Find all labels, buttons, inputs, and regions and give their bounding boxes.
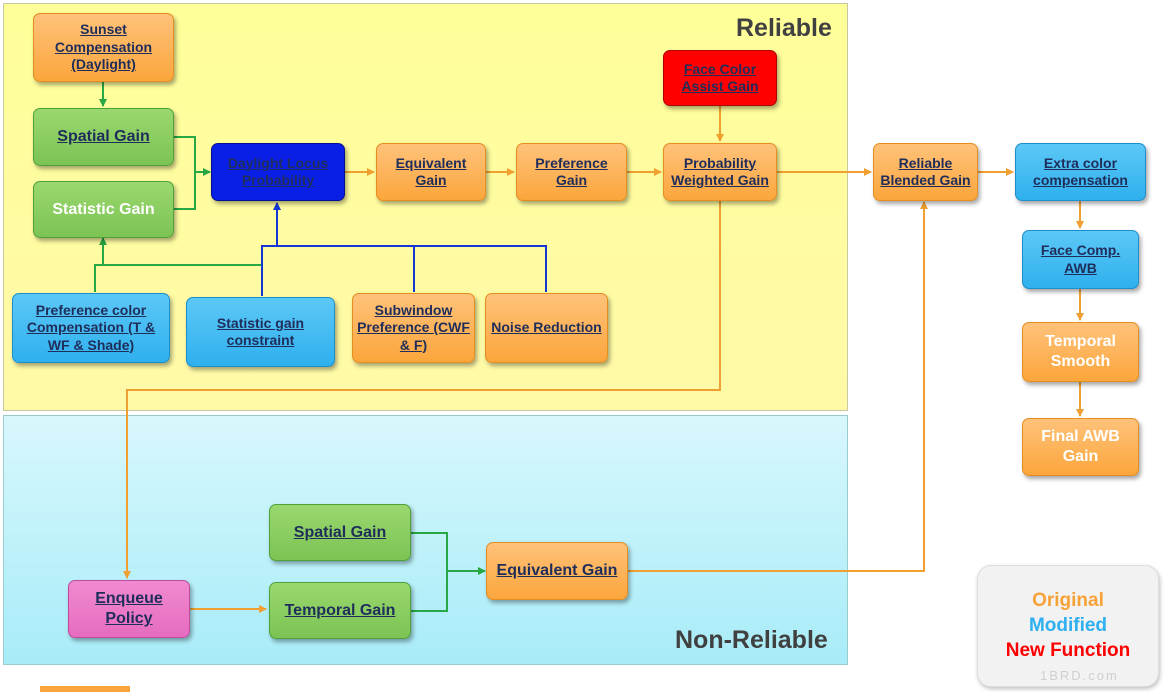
node-statistic-gain: Statistic Gain <box>33 181 174 238</box>
node-probability-weighted-gain: Probability Weighted Gain <box>663 143 777 201</box>
node-face-comp-awb: Face Comp. AWB <box>1022 230 1139 289</box>
node-temporal-smooth: Temporal Smooth <box>1022 322 1139 382</box>
node-statistic-gain-constraint: Statistic gain constraint <box>186 297 335 367</box>
node-subwindow-preference: Subwindow Preference (CWF & F) <box>352 293 475 363</box>
legend-modified: Modified <box>1028 615 1108 636</box>
node-spatial-gain-non-reliable: Spatial Gain <box>269 504 411 561</box>
non-reliable-title: Non-Reliable <box>675 626 828 654</box>
node-final-awb-gain: Final AWB Gain <box>1022 418 1139 476</box>
node-equivalent-gain-non-reliable: Equivalent Gain <box>486 542 628 600</box>
node-spatial-gain-reliable: Spatial Gain <box>33 108 174 166</box>
node-reliable-blended-gain: Reliable Blended Gain <box>873 143 978 201</box>
node-sunset-compensation: Sunset Compensation (Daylight) <box>33 13 174 82</box>
node-preference-gain: Preference Gain <box>516 143 627 201</box>
watermark: 1BRD.com <box>1040 668 1119 683</box>
reliable-title: Reliable <box>736 14 832 42</box>
legend-original: Original <box>1032 590 1104 611</box>
node-preference-color-compensation: Preference color Compensation (T & WF & … <box>12 293 170 363</box>
node-face-color-assist-gain: Face Color Assist Gain <box>663 50 777 106</box>
legend-new-function: New Function <box>1005 640 1131 661</box>
legend: Original Modified New Function <box>977 565 1159 687</box>
legend-swatch <box>40 686 130 692</box>
node-temporal-gain: Temporal Gain <box>269 582 411 639</box>
node-daylight-locus-probability: Daylight Locus Probability <box>211 143 345 201</box>
node-extra-color-compensation: Extra color compensation <box>1015 143 1146 201</box>
node-equivalent-gain-reliable: Equivalent Gain <box>376 143 486 201</box>
node-enqueue-policy: Enqueue Policy <box>68 580 190 638</box>
node-noise-reduction: Noise Reduction <box>485 293 608 363</box>
